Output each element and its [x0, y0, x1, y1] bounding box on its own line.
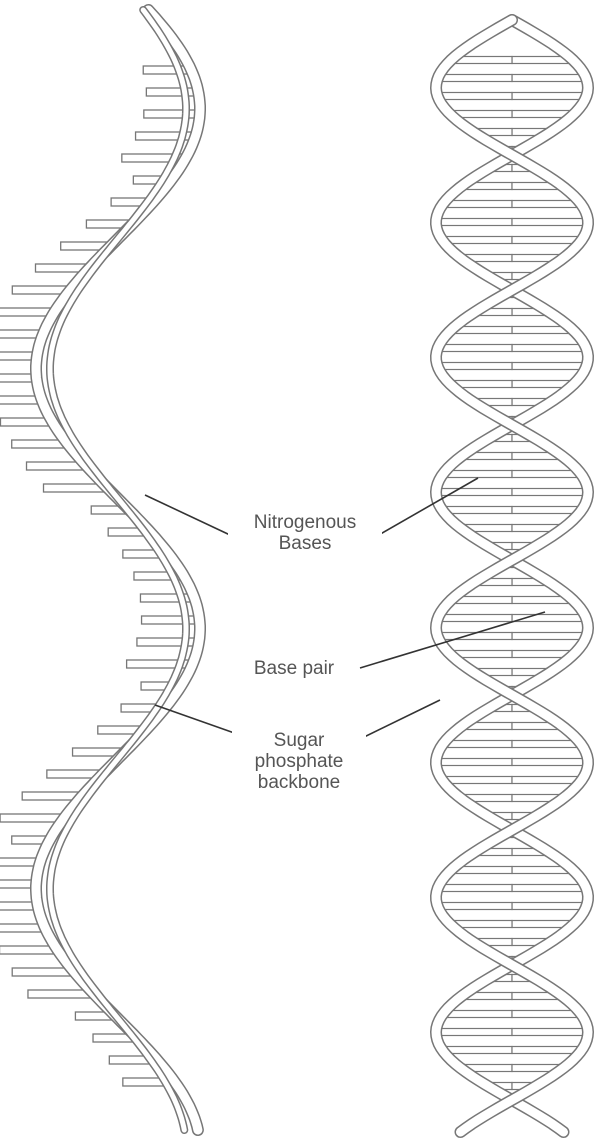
base-pair-half	[436, 1029, 512, 1036]
nitrogenous-base	[137, 638, 199, 646]
label-backbone-line1: Sugar	[234, 730, 364, 751]
base-pair-half	[442, 777, 512, 784]
base-pair-half	[437, 93, 512, 100]
label-nitrogenous-bases-line1: Nitrogenous	[230, 512, 380, 533]
nitrogenous-base	[142, 616, 200, 624]
base-pair-half	[442, 237, 512, 244]
base-pair-half	[512, 741, 581, 748]
base-pair-half	[512, 93, 587, 100]
single-helix-left	[0, 10, 200, 1130]
base-pair-half	[512, 633, 587, 640]
pointer-backbone-left	[155, 705, 240, 735]
base-pair-half	[512, 219, 588, 226]
base-pair-half	[442, 507, 512, 514]
double-helix-right	[436, 20, 588, 1132]
base-pair-half	[512, 237, 582, 244]
base-pair-half	[443, 1011, 512, 1018]
base-pair-half	[438, 345, 512, 352]
base-pair-half	[512, 759, 588, 766]
nitrogenous-base	[146, 88, 198, 96]
base-pair-half	[436, 219, 512, 226]
base-pair-half	[512, 363, 587, 370]
base-pair-half	[438, 615, 512, 622]
pointer-backbone-right	[358, 700, 440, 740]
base-pair-half	[436, 489, 512, 496]
base-pair-half	[437, 903, 512, 910]
base-pair-half	[512, 1029, 588, 1036]
base-pair-half	[443, 741, 512, 748]
label-nitrogenous-bases-line2: Bases	[230, 533, 380, 554]
base-pair-half	[512, 507, 582, 514]
base-pair-half	[512, 777, 582, 784]
sugar-phosphate-strand-left	[36, 10, 200, 1130]
base-pair-half	[512, 75, 586, 82]
nitrogenous-base	[140, 594, 194, 602]
label-nitrogenous-bases: Nitrogenous Bases	[228, 512, 382, 554]
label-backbone-line3: backbone	[234, 772, 364, 793]
nitrogenous-base	[0, 814, 64, 822]
base-pair-half	[512, 489, 588, 496]
nitrogenous-base	[144, 110, 200, 118]
base-pair-half	[443, 201, 512, 208]
base-pair-half	[512, 903, 587, 910]
base-pair-half	[438, 885, 512, 892]
label-backbone-line2: phosphate	[234, 751, 364, 772]
label-base-pair: Base pair	[232, 658, 356, 679]
label-sugar-phosphate-backbone: Sugar phosphate backbone	[232, 730, 366, 793]
base-pair-half	[512, 471, 581, 478]
base-pair-half	[512, 885, 586, 892]
base-pair-half	[438, 75, 512, 82]
base-pair-half	[512, 1011, 581, 1018]
base-pair-half	[512, 201, 581, 208]
pointer-nitrogenous-bases-left	[145, 495, 230, 535]
base-pair-half	[443, 471, 512, 478]
label-base-pair-text: Base pair	[234, 658, 354, 679]
base-pair-half	[436, 759, 512, 766]
base-pair-half	[442, 1047, 512, 1054]
base-pair-half	[512, 1047, 582, 1054]
base-pair-half	[437, 363, 512, 370]
base-pair-half	[512, 345, 586, 352]
